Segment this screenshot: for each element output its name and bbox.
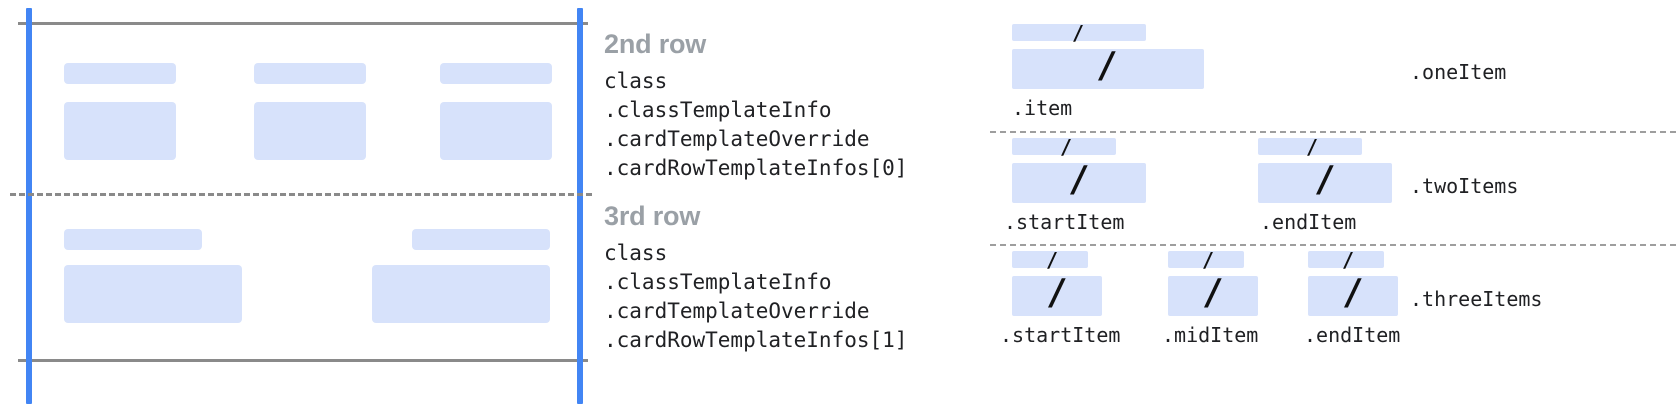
slot-body-bar — [1012, 276, 1102, 316]
slot-name-label: .endItem — [1260, 210, 1357, 234]
annotation-heading: 3rd row — [604, 201, 701, 231]
annotation-code-line: .cardTemplateOverride — [604, 298, 870, 323]
card-preview-panel — [0, 0, 592, 412]
slot-label-bar — [1012, 251, 1088, 268]
slot-body-bar — [1168, 276, 1258, 316]
annotation-3rd-row: 3rd row class .classTemplateInfo .cardTe… — [604, 203, 907, 355]
variant-name-label: .twoItems — [1410, 174, 1519, 198]
variant-one-item: / / .item .oneItem — [990, 23, 1676, 134]
row1-cell0-label-bar — [64, 229, 202, 250]
annotation-code-line: class — [604, 69, 668, 93]
slot-body-bar — [1012, 49, 1204, 89]
row0-cell0-body-bar — [64, 102, 176, 160]
slot-body-bar — [1308, 276, 1398, 316]
annotation-code-line: .cardTemplateOverride — [604, 126, 870, 151]
annotation-code-line: .cardRowTemplateInfos[1] — [604, 327, 908, 352]
card-row-divider — [10, 193, 592, 196]
slot-label-bar — [1012, 138, 1116, 155]
row0-cell1-label-bar — [254, 63, 366, 84]
slot-label-bar — [1308, 251, 1384, 268]
card-top-border — [18, 22, 588, 25]
row1-cell1-body-bar — [372, 265, 550, 323]
slot-name-label: .startItem — [1004, 210, 1125, 234]
row0-cell0-label-bar — [64, 63, 176, 84]
row1-cell1-label-bar — [412, 229, 550, 250]
card-bottom-border — [18, 359, 588, 362]
annotation-code-line: class — [604, 241, 668, 265]
row0-cell2-label-bar — [440, 63, 552, 84]
slot-name-label: .item — [1012, 96, 1073, 120]
variant-name-label: .threeItems — [1410, 287, 1543, 311]
variant-three-items: / / .startItem / / .midItem / / .endItem… — [990, 250, 1676, 363]
annotation-code-line: .cardRowTemplateInfos[0] — [604, 155, 908, 180]
item-variants-panel: / / .item .oneItem / / .startItem / / .e… — [990, 0, 1676, 412]
row0-cell1-body-bar — [254, 102, 366, 160]
annotation-code-line: .classTemplateInfo — [604, 97, 832, 122]
card-left-guide — [26, 8, 32, 404]
slot-body-bar — [1258, 163, 1392, 203]
slot-label-bar — [1168, 251, 1244, 268]
slot-name-label: .midItem — [1162, 323, 1259, 347]
row0-cell2-body-bar — [440, 102, 552, 160]
slot-label-bar — [1258, 138, 1362, 155]
annotation-heading: 2nd row — [604, 29, 707, 59]
annotation-2nd-row: 2nd row class .classTemplateInfo .cardTe… — [604, 31, 907, 183]
slot-label-bar — [1012, 24, 1146, 41]
slot-name-label: .startItem — [1000, 323, 1121, 347]
slot-name-label: .endItem — [1304, 323, 1401, 347]
variant-two-items: / / .startItem / / .endItem .twoItems — [990, 137, 1676, 248]
variant-name-label: .oneItem — [1410, 60, 1507, 84]
variant-separator — [990, 244, 1676, 246]
row1-cell0-body-bar — [64, 265, 242, 323]
annotation-code-line: .classTemplateInfo — [604, 269, 832, 294]
card-right-guide — [577, 8, 583, 404]
slot-body-bar — [1012, 163, 1146, 203]
variant-separator — [990, 131, 1676, 133]
